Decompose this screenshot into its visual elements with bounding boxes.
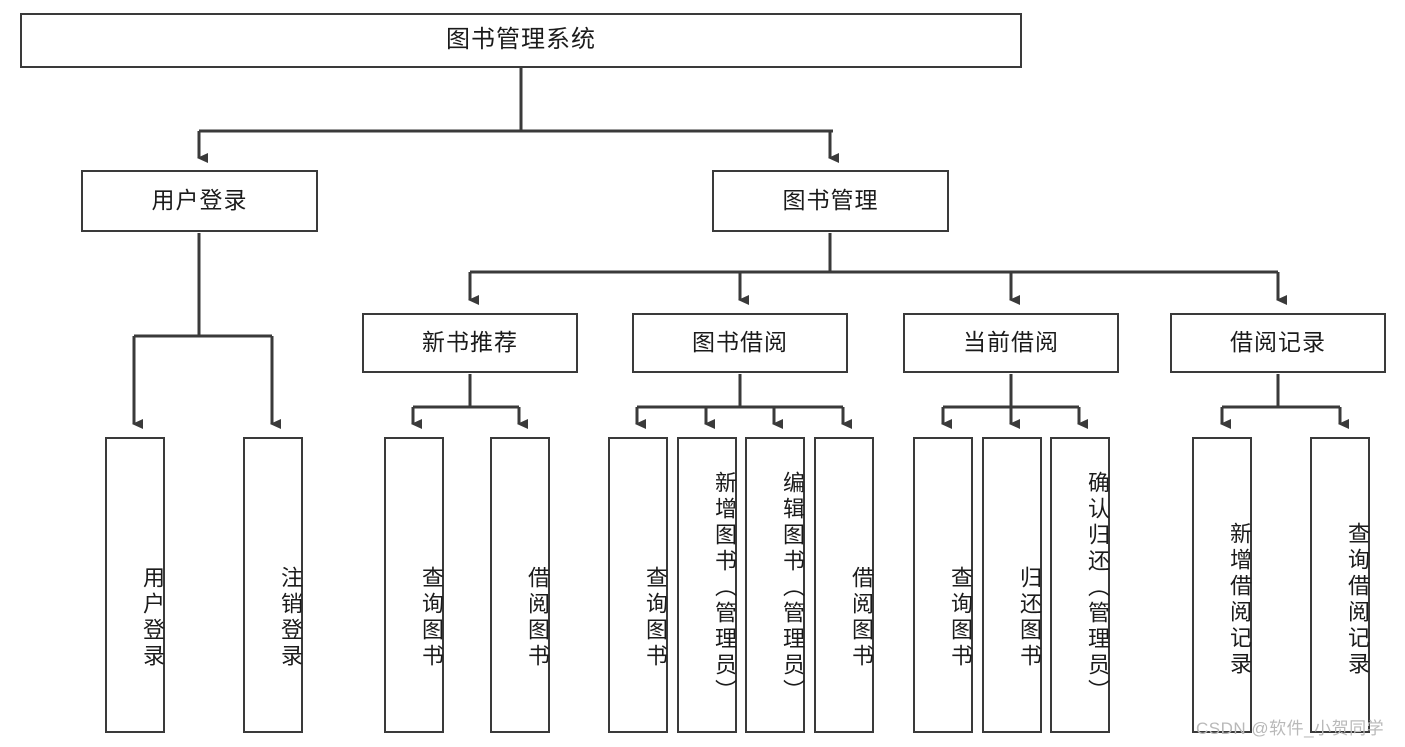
node-leaf-borrow-book-2[interactable]: 借阅图书	[814, 437, 874, 733]
node-leaf-query-book-3[interactable]: 查询图书	[913, 437, 973, 733]
node-leaf-query-book-2[interactable]: 查询图书	[608, 437, 668, 733]
node-leaf-borrow-book-1[interactable]: 借阅图书	[490, 437, 550, 733]
csdn-watermark: CSDN @软件_小贺同学	[1196, 719, 1385, 738]
node-borrow-record[interactable]: 借阅记录	[1170, 313, 1386, 373]
node-leaf-logout-login[interactable]: 注销登录	[243, 437, 303, 733]
node-leaf-add-record[interactable]: 新增借阅记录	[1192, 437, 1252, 733]
node-root-system[interactable]: 图书管理系统	[20, 13, 1022, 68]
node-leaf-add-book[interactable]: 新增图书（管理员）	[677, 437, 737, 733]
node-new-book-recommend[interactable]: 新书推荐	[362, 313, 578, 373]
node-leaf-user-login[interactable]: 用户登录	[105, 437, 165, 733]
node-leaf-query-book-1[interactable]: 查询图书	[384, 437, 444, 733]
node-book-manage[interactable]: 图书管理	[712, 170, 949, 232]
node-user-login[interactable]: 用户登录	[81, 170, 318, 232]
node-leaf-return-book[interactable]: 归还图书	[982, 437, 1042, 733]
node-current-borrow[interactable]: 当前借阅	[903, 313, 1119, 373]
node-book-borrow[interactable]: 图书借阅	[632, 313, 848, 373]
node-leaf-edit-book[interactable]: 编辑图书（管理员）	[745, 437, 805, 733]
node-leaf-query-record[interactable]: 查询借阅记录	[1310, 437, 1370, 733]
node-leaf-confirm-return[interactable]: 确认归还（管理员）	[1050, 437, 1110, 733]
